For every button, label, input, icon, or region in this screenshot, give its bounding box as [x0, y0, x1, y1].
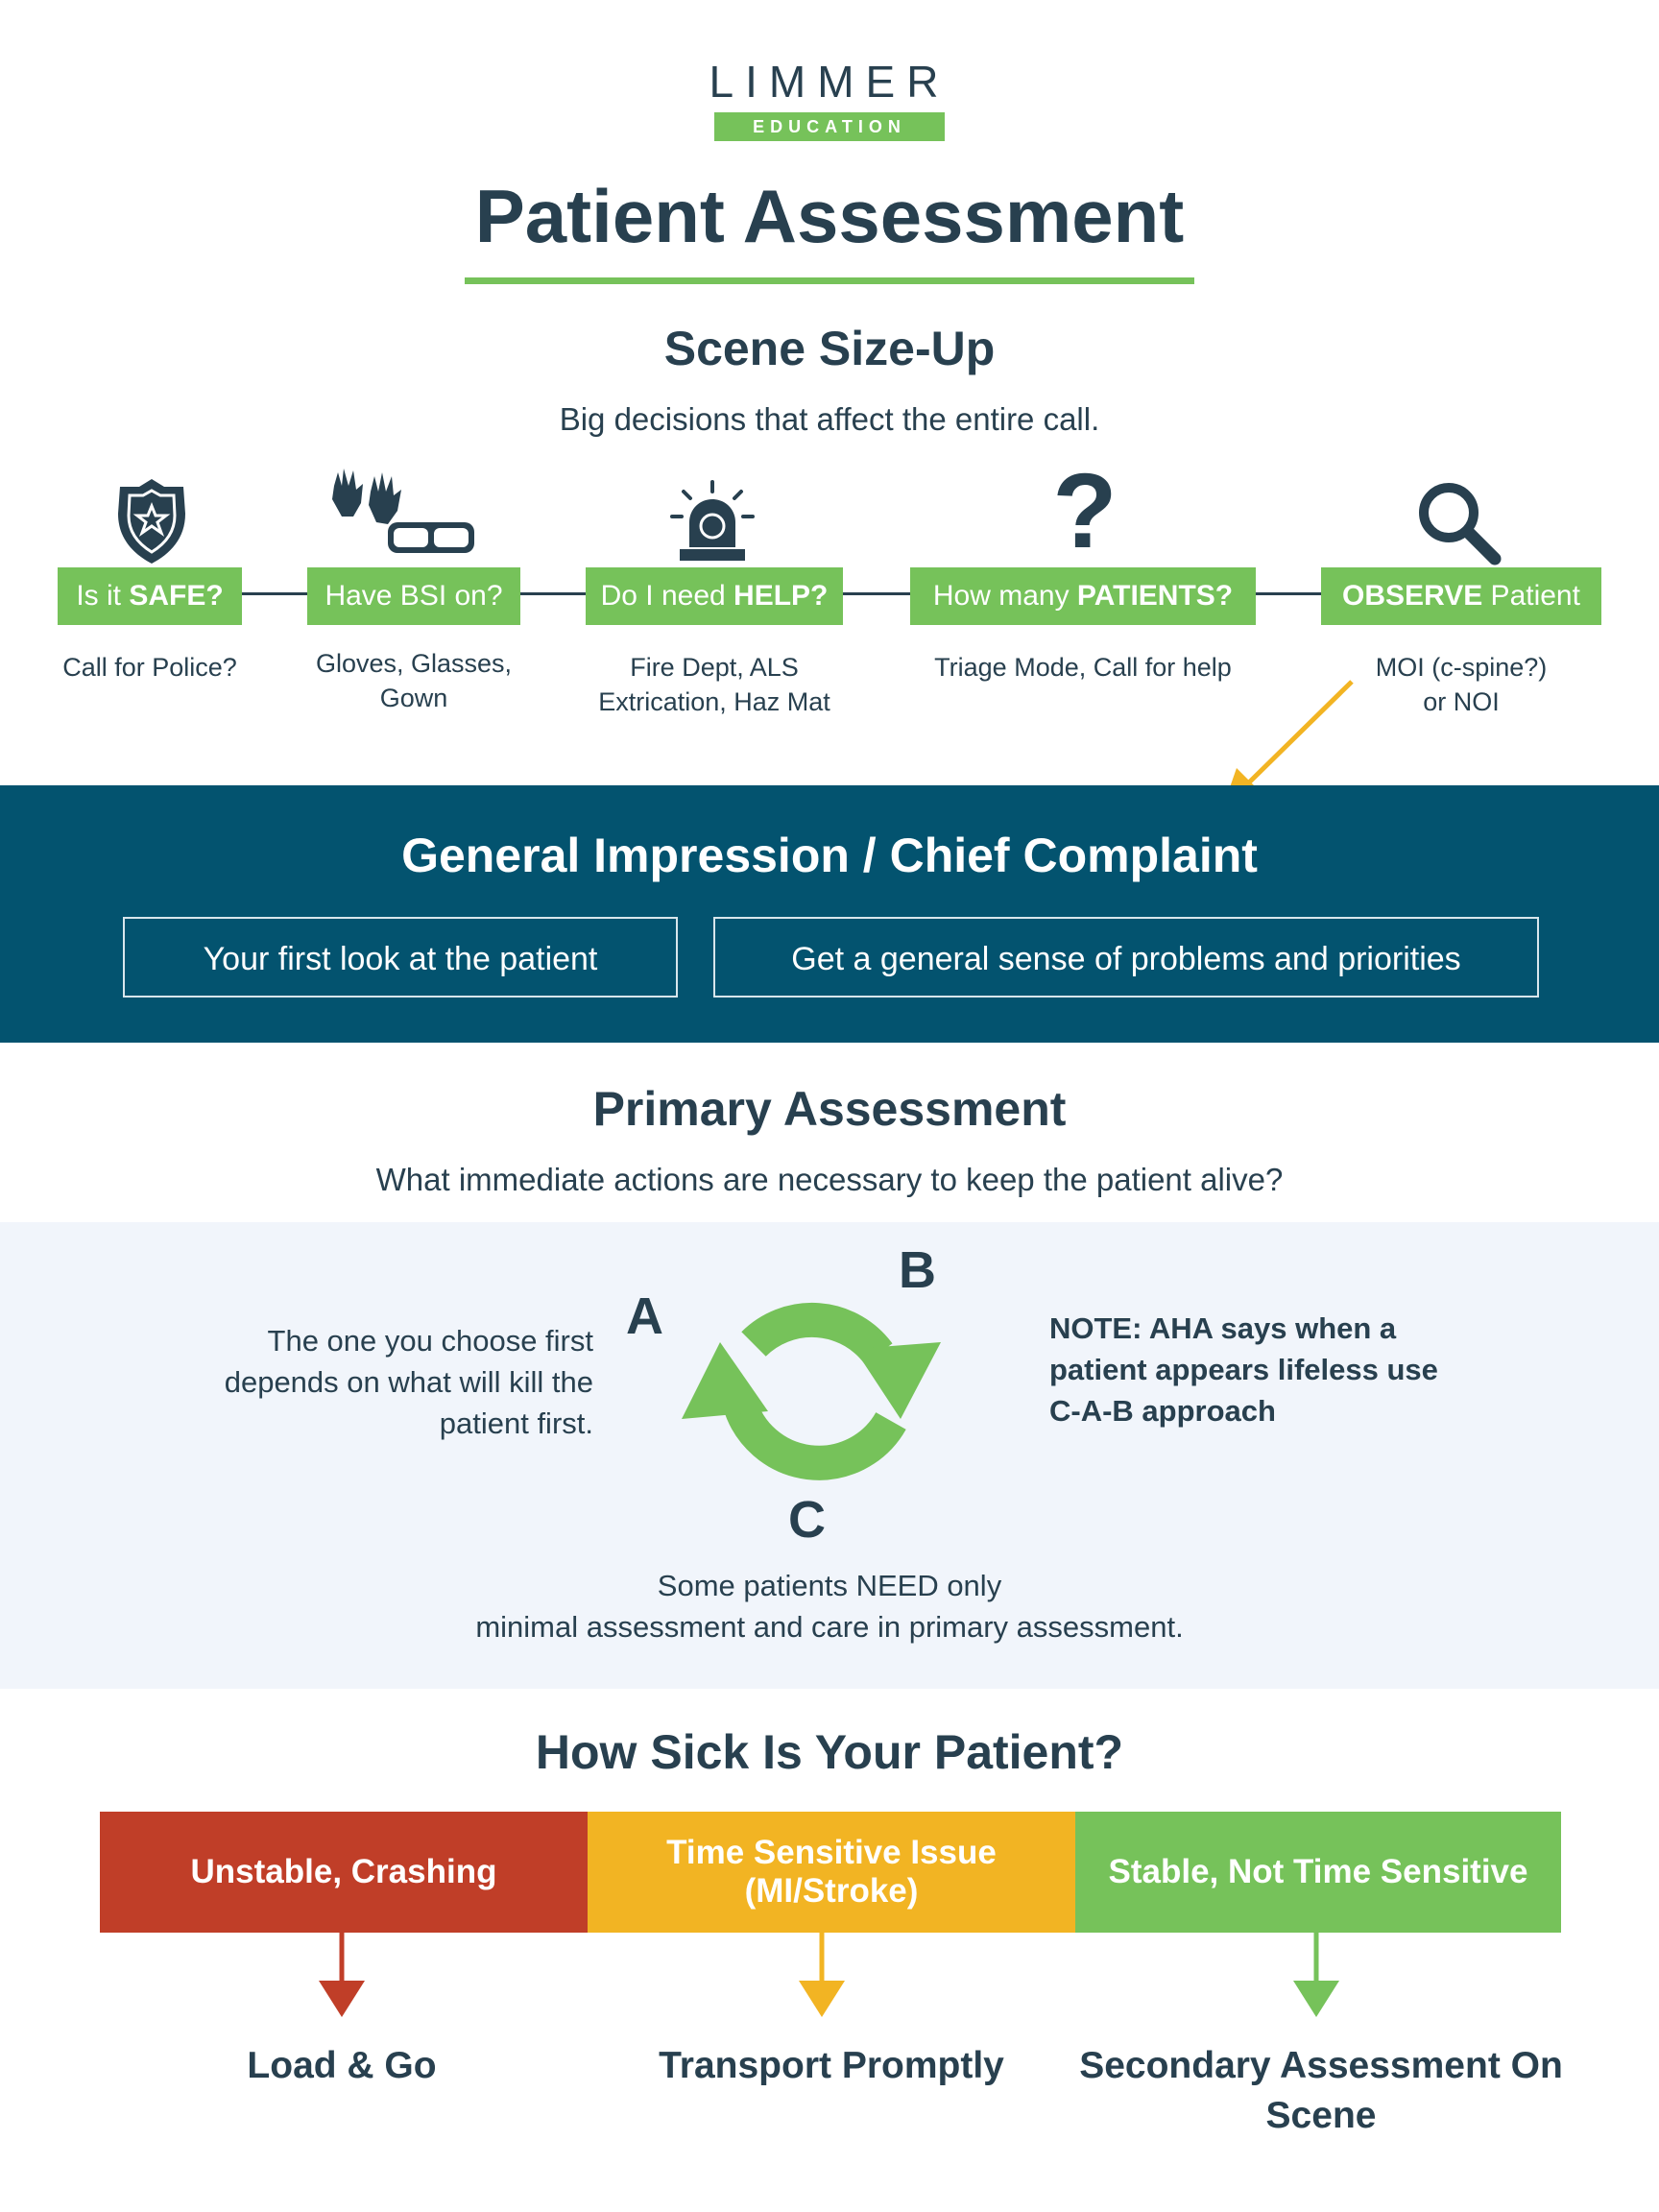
abc-letter-c: C — [788, 1491, 826, 1549]
step-box-2: Have BSI on? — [307, 567, 520, 625]
police-badge-icon — [118, 479, 185, 564]
primary-assessment-heading: Primary Assessment — [592, 1082, 1067, 1136]
step-box-4: How many PATIENTS? — [910, 567, 1256, 625]
step-label-text: Have BSI on? — [325, 580, 503, 612]
question-mark-icon: ? — [1052, 452, 1118, 570]
step-label-emphasis: SAFE? — [129, 580, 224, 612]
impression-box-first-look: Your first look at the patient — [123, 917, 678, 998]
severity-outcome-1: Load & Go — [247, 2045, 437, 2086]
step-note-1: Call for Police? — [62, 653, 237, 682]
minimal-assessment-note: Some patients NEED only minimal assessme… — [0, 1565, 1659, 1647]
down-arrow-icon — [1293, 1933, 1339, 2017]
general-impression-band — [0, 785, 1659, 1043]
step-label-emphasis: HELP? — [733, 580, 829, 612]
abc-cycle-arrows-icon — [682, 1302, 941, 1480]
scene-size-up-subtitle: Big decisions that affect the entire cal… — [559, 401, 1100, 437]
step-label-text: Is it — [76, 580, 130, 612]
logo-tagline: EDUCATION — [714, 112, 945, 141]
abc-letter-a: A — [626, 1287, 663, 1345]
severity-level-2: Time Sensitive Issue (MI/Stroke) — [588, 1812, 1075, 1933]
severity-label: Unstable, Crashing — [190, 1853, 497, 1890]
severity-label: Stable, Not Time Sensitive — [1108, 1853, 1528, 1890]
step-box-3: Do I need HELP? — [586, 567, 843, 625]
down-arrow-icon — [799, 1933, 845, 2017]
logo-wordmark: LIMMER — [709, 57, 950, 107]
scene-size-up-heading: Scene Size-Up — [663, 322, 996, 375]
severity-level-3: Stable, Not Time Sensitive — [1075, 1812, 1561, 1933]
step-note-2: Gloves, Glasses, Gown — [315, 649, 513, 712]
step-label-text: Do I need — [600, 580, 734, 612]
impression-box-general-sense: Get a general sense of problems and prio… — [713, 917, 1539, 998]
abc-choice-note: The one you choose first depends on what… — [224, 1324, 593, 1440]
title-underline — [465, 277, 1194, 284]
minimal-assessment-line-2: minimal assessment and care in primary a… — [475, 1610, 1184, 1644]
severity-level-1: Unstable, Crashing — [100, 1812, 588, 1933]
step-box-1: Is it SAFE? — [58, 567, 242, 625]
step-note-5: MOI (c-spine?) or NOI — [1375, 653, 1548, 716]
step-box-5: OBSERVE Patient — [1321, 567, 1601, 625]
down-arrow-icon — [319, 1933, 365, 2017]
step-label-emphasis: OBSERVE — [1342, 580, 1483, 612]
severity-outcome-2: Transport Promptly — [659, 2045, 1004, 2086]
abc-letter-b: B — [899, 1241, 936, 1299]
step-label-emphasis: PATIENTS? — [1076, 580, 1234, 612]
severity-outcome-3: Secondary Assessment On Scene — [1079, 2045, 1563, 2136]
step-note-4: Triage Mode, Call for help — [934, 653, 1232, 682]
severity-label: Time Sensitive Issue (MI/Stroke) — [666, 1834, 997, 1910]
siren-icon — [670, 480, 755, 561]
primary-assessment-subtitle: What immediate actions are necessary to … — [375, 1162, 1284, 1197]
step-note-3: Fire Dept, ALS Extrication, Haz Mat — [598, 653, 830, 716]
minimal-assessment-line-1: Some patients NEED only — [657, 1569, 1002, 1602]
aha-note: NOTE: AHA says when a patient appears li… — [1049, 1311, 1438, 1428]
gloves-goggles-icon — [332, 469, 474, 553]
how-sick-heading: How Sick Is Your Patient? — [535, 1725, 1124, 1779]
general-impression-heading: General Impression / Chief Complaint — [401, 829, 1258, 882]
step-label-suffix: Patient — [1482, 580, 1580, 612]
page-title: Patient Assessment — [474, 174, 1185, 258]
step-label-text: How many — [932, 580, 1077, 612]
magnifier-icon — [1419, 483, 1502, 565]
